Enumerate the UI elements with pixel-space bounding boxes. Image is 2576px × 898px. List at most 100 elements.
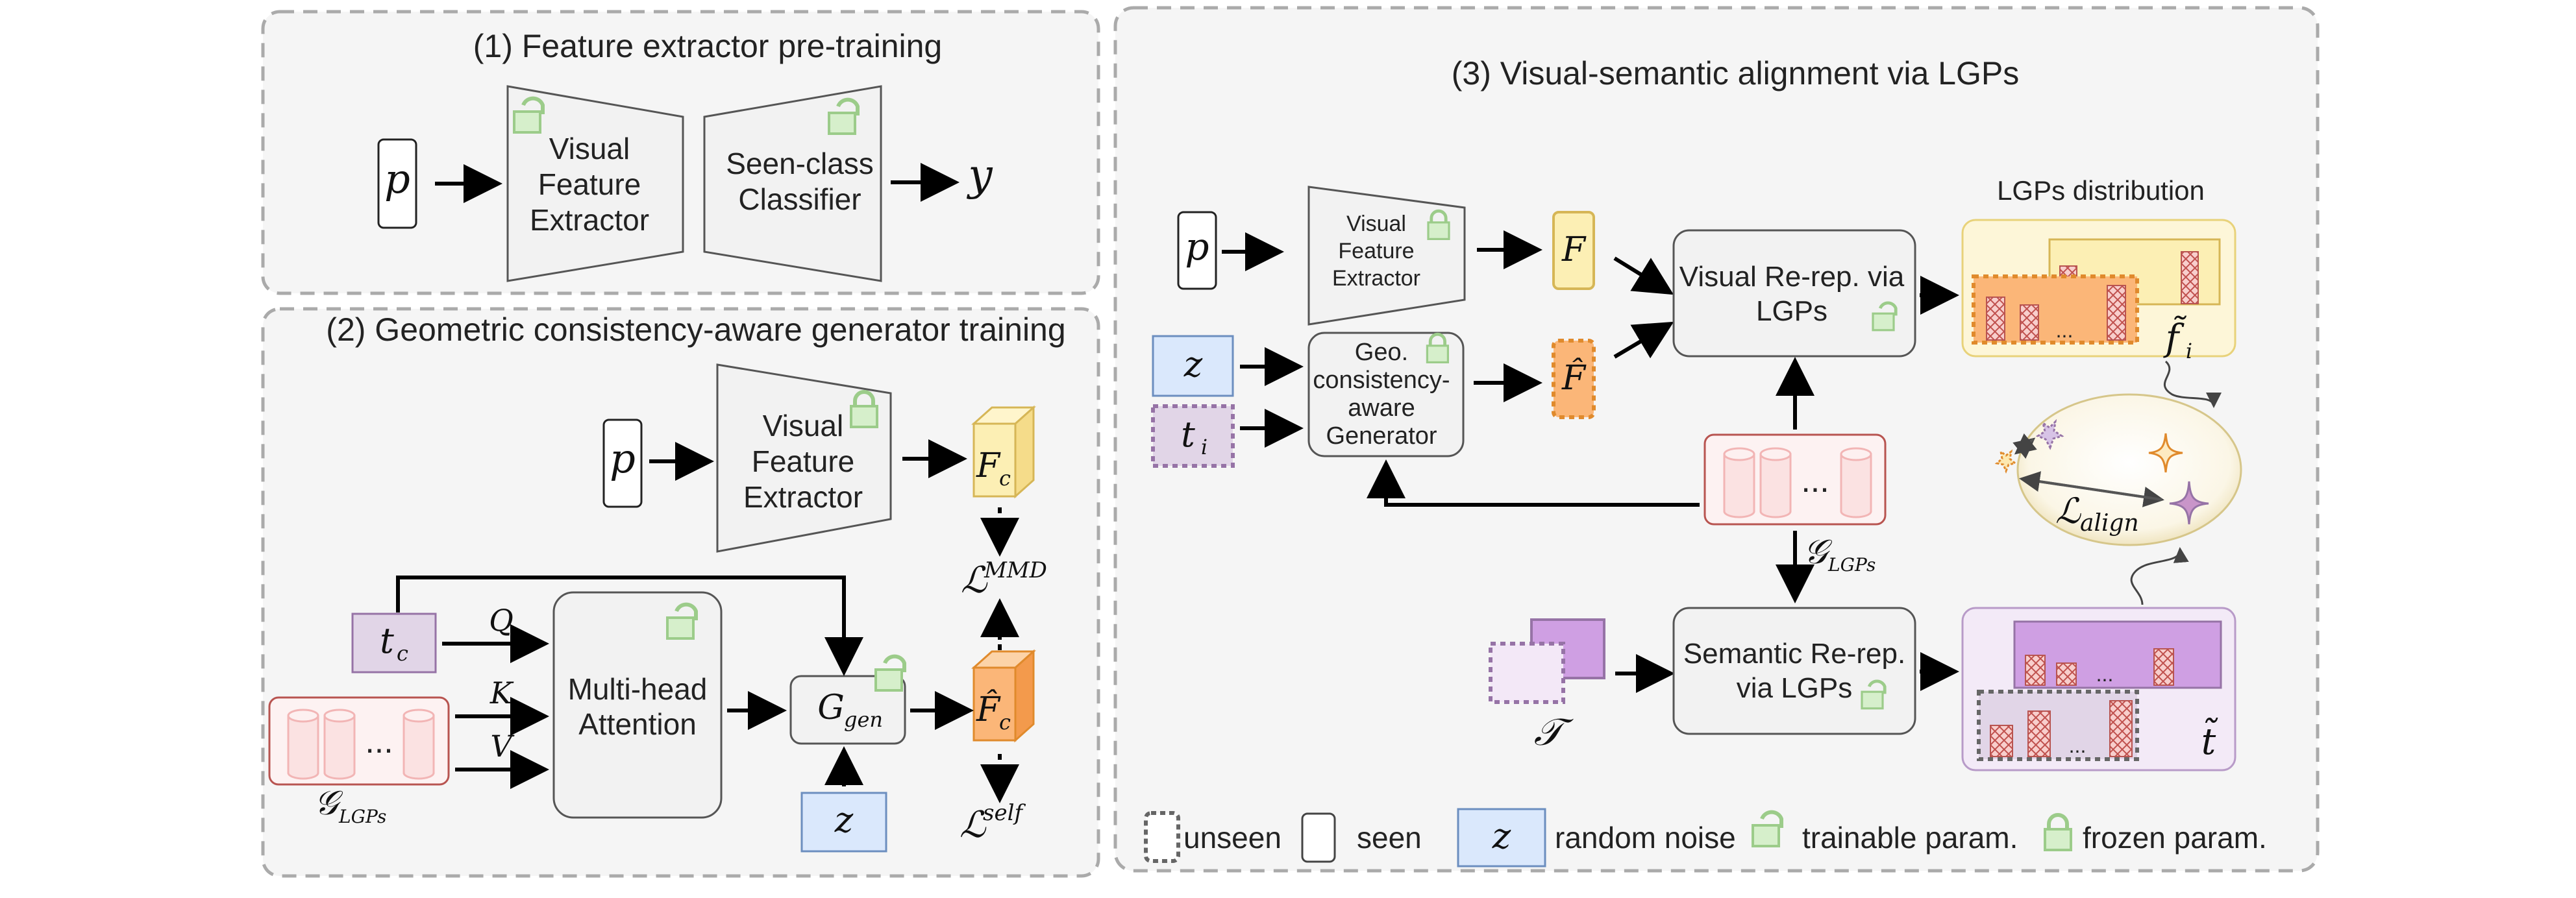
panel-visual-semantic-alignment: (3) Visual-semantic alignment via LGPs p…	[1113, 6, 2320, 873]
input-p-box	[1177, 211, 1217, 290]
panel2-title: (2) Geometric consistency-aware generato…	[326, 311, 1065, 348]
svg-text:Extractor: Extractor	[530, 203, 649, 237]
symbol-p: p	[384, 155, 410, 202]
svg-text:Generator: Generator	[1326, 422, 1437, 450]
svg-text:Classifier: Classifier	[738, 182, 861, 216]
svg-text:LGPs: LGPs	[1756, 295, 1827, 327]
feature-fc-cube: F c	[971, 405, 1036, 499]
svg-text:aware: aware	[1348, 394, 1415, 422]
symbol-k: K	[489, 675, 514, 710]
svg-text:via LGPs: via LGPs	[1737, 672, 1853, 704]
svg-text:Extractor: Extractor	[1332, 266, 1420, 291]
generator-block: G gen	[789, 657, 905, 745]
legend: unseen seen z random noise trainable par…	[1144, 808, 2267, 868]
visual-rerep-block: Visual Re-rep. via LGPs	[1672, 229, 1916, 358]
seen-class-classifier-block: Seen-class Classifier	[703, 85, 882, 282]
visual-feature-extractor-block: Visual Feature Extractor	[506, 85, 684, 282]
loss-self: ℒ	[960, 804, 987, 846]
svg-text:i: i	[2186, 339, 2192, 363]
svg-text:...: ...	[2069, 734, 2087, 757]
svg-text:Semantic Re-rep.: Semantic Re-rep.	[1683, 638, 1905, 670]
text-semantic-pair	[1489, 618, 1605, 704]
svg-text:z: z	[834, 799, 854, 840]
noise-z-box	[800, 792, 887, 853]
feature-f	[1552, 211, 1595, 290]
feature-f-hat	[1552, 339, 1596, 419]
visual-feature-extractor-block-frozen: Visual Feature Extractor	[716, 363, 892, 553]
symbol-t-tilde: t̃	[2201, 718, 2218, 763]
svg-text:random noise: random noise	[1555, 821, 1736, 855]
semantic-rerep-block: Semantic Re-rep. via LGPs	[1672, 607, 1916, 735]
feature-fc-hat-cube: F̂ c	[971, 649, 1036, 743]
svg-text:Feature: Feature	[752, 444, 855, 478]
svg-text:Seen-class: Seen-class	[726, 147, 874, 180]
panel1-title: (1) Feature extractor pre-training	[473, 28, 943, 64]
symbol-q: Q	[489, 603, 514, 638]
svg-text:c: c	[999, 710, 1011, 734]
svg-text:c: c	[397, 641, 408, 666]
lgp-group-center: ...	[1703, 433, 1887, 526]
svg-text:Feature: Feature	[538, 167, 641, 201]
lgp-distribution-title: LGPs distribution	[1997, 175, 2205, 206]
svg-text:Visual Re-rep. via: Visual Re-rep. via	[1679, 261, 1905, 293]
alignment-ellipse: ℒ align	[1994, 393, 2242, 546]
symbol-v: V	[490, 729, 515, 764]
svg-text:Multi-head: Multi-head	[568, 672, 708, 706]
visual-feature-extractor-block-frozen: Visual Feature Extractor	[1307, 186, 1466, 326]
svg-text:t: t	[1181, 414, 1195, 455]
svg-text:F̂: F̂	[1561, 358, 1587, 398]
lgp-group-left: ...	[268, 696, 450, 786]
svg-text:...: ...	[1801, 462, 1829, 500]
svg-text:seen: seen	[1357, 821, 1422, 855]
svg-text:Visual: Visual	[763, 409, 843, 443]
multi-head-attention-block: Multi-head Attention	[552, 591, 723, 819]
svg-text:align: align	[2080, 510, 2139, 537]
svg-text:LGPs: LGPs	[1827, 554, 1876, 576]
svg-text:t: t	[380, 620, 394, 661]
input-p-box	[377, 138, 417, 229]
svg-text:...: ...	[2096, 662, 2114, 686]
legend-unseen-swatch	[1144, 811, 1180, 863]
loss-align: ℒ	[2055, 491, 2081, 531]
legend-noise-swatch	[1457, 808, 1546, 868]
panel-feature-extractor-pretraining: (1) Feature extractor pre-training p Vis…	[261, 10, 1100, 295]
panel-generator-training: (2) Geometric consistency-aware generato…	[261, 307, 1100, 878]
svg-text:Attention: Attention	[578, 707, 697, 741]
svg-text:Geo.: Geo.	[1355, 339, 1408, 366]
svg-text:Feature: Feature	[1338, 239, 1414, 263]
input-p-box	[602, 419, 643, 508]
svg-text:F: F	[1561, 230, 1587, 269]
svg-text:frozen param.: frozen param.	[2083, 821, 2267, 855]
svg-text:p: p	[610, 435, 636, 482]
svg-text:MMD: MMD	[984, 557, 1047, 583]
svg-text:Visual: Visual	[549, 132, 630, 165]
svg-text:z: z	[1183, 344, 1203, 385]
svg-text:Extractor: Extractor	[743, 480, 863, 514]
svg-text:gen: gen	[844, 707, 883, 732]
svg-text:Visual: Visual	[1346, 212, 1406, 236]
svg-text:i: i	[1201, 435, 1208, 459]
semantic-distribution-visual: ... ...	[1961, 607, 2236, 771]
svg-text:unseen: unseen	[1183, 821, 1282, 855]
noise-z-box	[1152, 335, 1234, 397]
loss-mmd: ℒ	[961, 559, 988, 601]
token-ti	[1151, 404, 1235, 468]
svg-text:p: p	[1185, 224, 1209, 269]
svg-text:...: ...	[365, 723, 393, 760]
lgp-distribution-visual: ...	[1961, 219, 2236, 358]
svg-text:G: G	[817, 688, 845, 727]
svg-text:consistency-: consistency-	[1313, 367, 1450, 394]
svg-text:self: self	[983, 800, 1026, 826]
svg-text:F: F	[976, 446, 1001, 485]
svg-text:c: c	[999, 466, 1011, 491]
panel3-title: (3) Visual-semantic alignment via LGPs	[1452, 55, 2019, 91]
symbol-y: y	[966, 150, 993, 200]
svg-text:...: ...	[2056, 319, 2074, 342]
token-tc	[351, 613, 437, 674]
svg-text:trainable param.: trainable param.	[1802, 821, 2018, 855]
geo-consistency-generator-block: Geo. consistency- aware Generator	[1307, 332, 1465, 457]
svg-text:LGPs: LGPs	[338, 806, 386, 827]
svg-text:z: z	[1492, 816, 1511, 856]
legend-seen-swatch	[1301, 812, 1336, 863]
